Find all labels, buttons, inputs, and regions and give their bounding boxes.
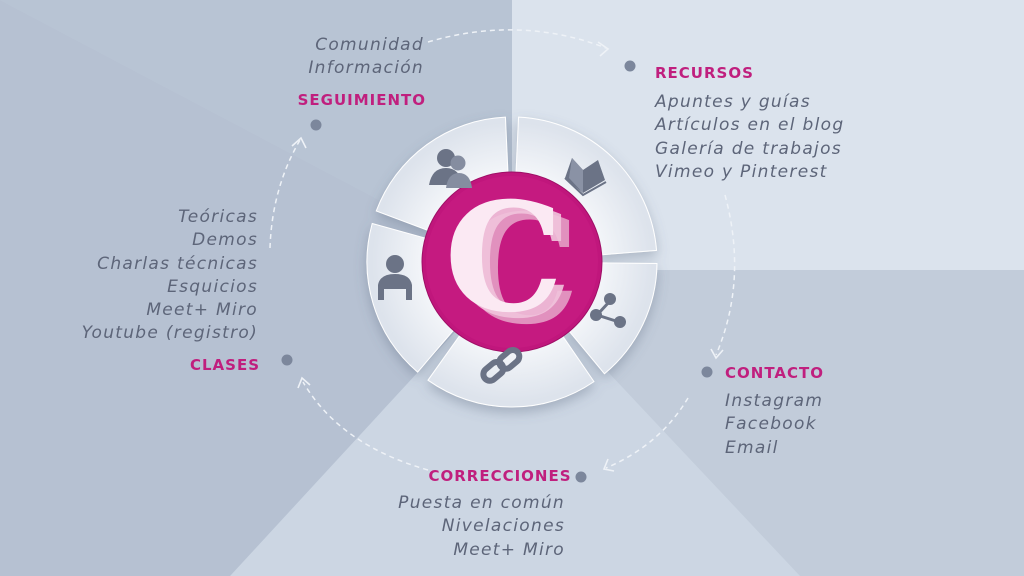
- list-item: Artículos en el blog: [655, 115, 845, 136]
- link-icon: [480, 346, 523, 384]
- list-item: Comunidad: [315, 35, 424, 55]
- list-item: Instagram: [725, 391, 824, 411]
- list-item: Puesta en común: [398, 493, 565, 513]
- list-item: Galería de trabajos: [655, 138, 842, 159]
- list-item: Nivelaciones: [441, 516, 565, 537]
- arrow-recursos-contacto: [715, 194, 736, 356]
- presenter-icon: [378, 255, 412, 300]
- list-item: Teóricas: [178, 207, 258, 227]
- book-icon: [564, 158, 607, 197]
- list-item: Meet+ Miro: [453, 539, 565, 560]
- section-title-correcciones: CORRECCIONES: [428, 467, 572, 485]
- arrowhead-recursos: [597, 41, 610, 57]
- cycle-arrows: [269, 29, 736, 471]
- dot-recursos: [624, 60, 636, 72]
- list-item: Charlas técnicas: [97, 253, 258, 274]
- group-icon: [429, 149, 472, 188]
- dot-seguimiento: [310, 119, 322, 131]
- share-icon: [590, 293, 626, 328]
- list-item: Esquicios: [167, 276, 258, 297]
- center-logo: C C C: [444, 170, 579, 358]
- svg-text:C: C: [444, 170, 563, 346]
- segment-icons: [378, 149, 626, 384]
- center-hub: C C C: [421, 170, 603, 358]
- list-item: Email: [725, 437, 779, 458]
- dot-correcciones: [575, 471, 587, 483]
- arrowhead-clases: [297, 376, 311, 389]
- list-item: Facebook: [725, 414, 817, 435]
- list-item: Youtube (registro): [81, 323, 258, 344]
- list-item: Información: [308, 58, 424, 79]
- svg-text:C: C: [460, 182, 579, 358]
- arrow-contacto-correcciones: [605, 397, 689, 469]
- dot-clases: [281, 354, 293, 366]
- svg-text:C: C: [452, 176, 571, 352]
- list-item: Vimeo y Pinterest: [655, 161, 828, 182]
- section-dots: [281, 60, 713, 483]
- list-item: Apuntes y guías: [655, 92, 811, 112]
- arrowhead-correcciones: [602, 458, 615, 472]
- arrowhead-contacto: [710, 348, 724, 360]
- section-title-recursos: RECURSOS: [655, 64, 754, 82]
- arrow-clases-seguimiento: [269, 139, 301, 249]
- arrow-seguimiento-recursos: [427, 29, 607, 49]
- dot-contacto: [701, 366, 713, 378]
- section-title-seguimiento: SEGUIMIENTO: [297, 91, 426, 109]
- section-title-clases: CLASES: [189, 356, 260, 374]
- arrow-heads: [291, 41, 724, 472]
- section-title-contacto: CONTACTO: [725, 364, 824, 382]
- arrowhead-seguimiento: [291, 136, 307, 149]
- list-item: Demos: [192, 230, 258, 251]
- arrow-correcciones-clases: [302, 381, 429, 471]
- list-item: Meet+ Miro: [146, 300, 258, 321]
